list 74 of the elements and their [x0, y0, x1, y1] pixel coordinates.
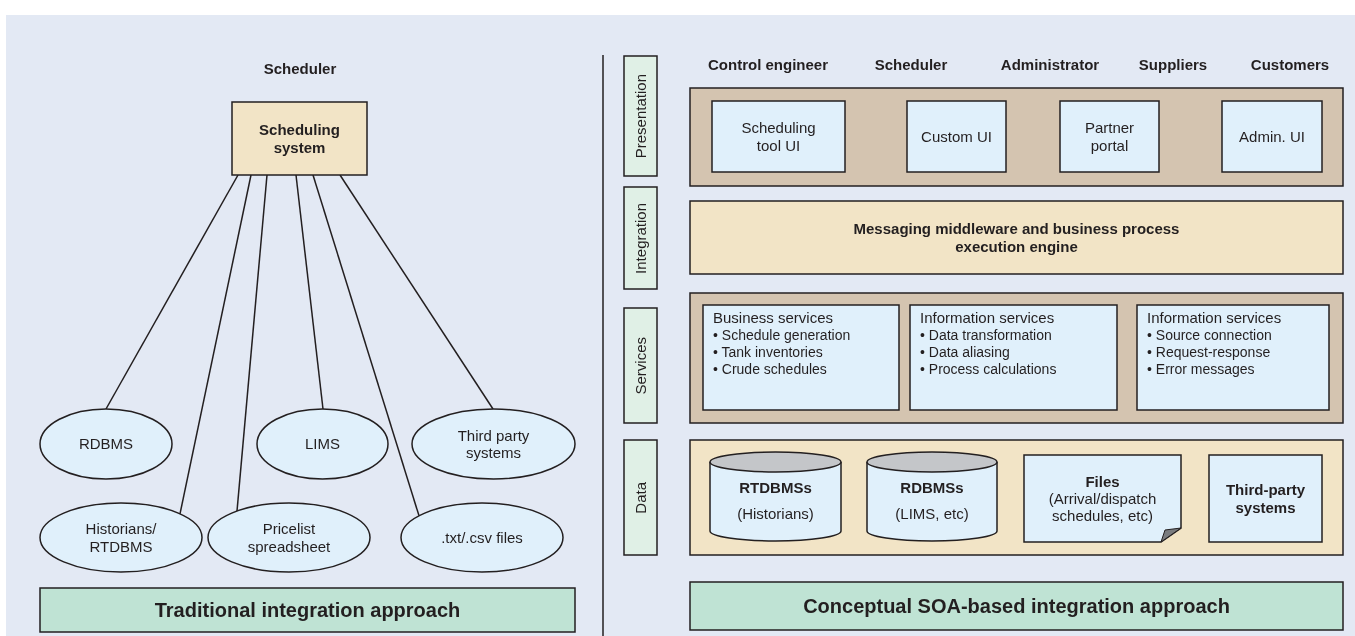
connector-line	[105, 174, 239, 410]
bullet-item: • Schedule generation	[713, 327, 851, 345]
node-label: Presentation	[631, 73, 650, 159]
title-banner	[690, 582, 1343, 630]
node-label: Files	[1085, 472, 1120, 490]
node-label: Pricelist spreadsheet	[246, 520, 332, 555]
role-label: Customers	[1250, 56, 1330, 73]
node-label: Services	[631, 336, 650, 395]
node-label: .txt/.csv files	[441, 528, 523, 547]
node-label: Scheduling system	[258, 121, 341, 156]
node-label: LIMS	[305, 435, 340, 453]
node-label: RDBMSs	[900, 478, 964, 497]
node-label: Custom UI	[921, 127, 992, 146]
connector-line	[312, 174, 420, 517]
service-heading: Information services	[920, 309, 1055, 328]
node-subtitle: (Historians)	[737, 503, 814, 522]
node-label: Conceptual SOA-based integration approach	[803, 594, 1230, 618]
bullet-item: • Source connection	[1147, 327, 1272, 345]
connector-line	[236, 174, 268, 512]
role-label: Scheduler	[874, 56, 948, 73]
node-label: Data	[631, 481, 650, 514]
node-label: RDBMS	[78, 435, 134, 453]
node-label: Scheduling tool UI	[740, 119, 817, 154]
node-label: Third party systems	[456, 426, 531, 462]
process-box	[232, 102, 367, 175]
node-label: Integration	[631, 202, 650, 274]
ui-box	[907, 101, 1006, 172]
node-label: Traditional integration approach	[154, 598, 461, 622]
node-label: Third-party systems	[1224, 481, 1307, 516]
node-label: Historians/ RTDBMS	[84, 520, 158, 555]
layer-tab	[624, 308, 657, 423]
data-source-ellipse	[208, 503, 370, 572]
node-label: Partner portal	[1083, 119, 1136, 154]
layer-tab	[624, 187, 657, 289]
role-label: Suppliers	[1138, 56, 1208, 73]
node-subtitle: (Arrival/dispatch schedules, etc)	[1047, 489, 1158, 525]
layer-tab	[624, 56, 657, 176]
node-subtitle: (LIMS, etc)	[895, 503, 969, 522]
bullet-item: • Tank inventories	[713, 344, 823, 362]
service-box	[910, 305, 1117, 410]
bullet-item: • Data transformation	[920, 327, 1052, 345]
layer-band	[690, 88, 1343, 186]
data-source-ellipse	[412, 409, 575, 479]
data-source-ellipse	[401, 503, 563, 572]
data-source-ellipse	[40, 409, 172, 479]
bullet-item: • Process calculations	[920, 361, 1057, 379]
node-label: Messaging middleware and business process execution engine	[852, 220, 1181, 255]
data-source-ellipse	[40, 503, 202, 572]
connector-line	[295, 174, 324, 410]
middleware-band	[690, 201, 1343, 274]
service-heading: Information services	[1147, 309, 1282, 328]
service-heading: Business services	[713, 309, 834, 328]
layer-band	[690, 293, 1343, 423]
node-label: Admin. UI	[1239, 127, 1305, 146]
title-banner	[40, 588, 575, 632]
role-label: Administrator	[1000, 56, 1100, 73]
role-label: Control engineer	[708, 56, 828, 73]
system-box	[1209, 455, 1322, 542]
node-label: RTDBMSs	[739, 478, 812, 497]
ui-box	[1222, 101, 1322, 172]
ui-box	[1060, 101, 1159, 172]
layer-tab	[624, 440, 657, 555]
ui-box	[712, 101, 845, 172]
data-source-ellipse	[257, 409, 388, 479]
service-box	[703, 305, 899, 410]
bullet-item: • Error messages	[1147, 361, 1255, 379]
service-box	[1137, 305, 1329, 410]
role-label: Scheduler	[263, 60, 337, 77]
connector-line	[339, 174, 494, 410]
bullet-item: • Crude schedules	[713, 361, 827, 379]
layer-band	[690, 440, 1343, 555]
connector-line	[179, 174, 252, 515]
bullet-item: • Request-response	[1147, 344, 1271, 362]
bullet-item: • Data aliasing	[920, 344, 1010, 362]
